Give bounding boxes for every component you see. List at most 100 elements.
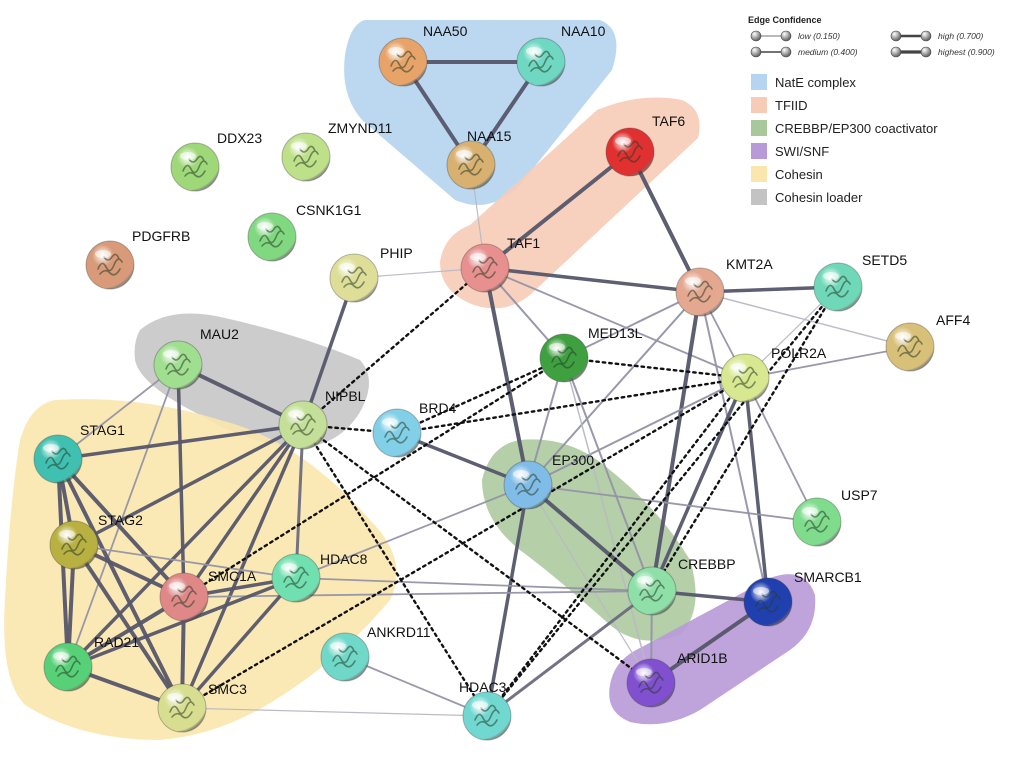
node-sphere[interactable]: [720, 353, 770, 403]
node-hdac3[interactable]: HDAC3: [459, 679, 512, 741]
edge-polr2a-crebbp: [650, 377, 747, 592]
node-sphere[interactable]: [43, 642, 93, 692]
node-setd5[interactable]: SETD5: [813, 252, 907, 312]
edge-ep300-usp7: [527, 484, 818, 523]
node-sphere[interactable]: [271, 553, 321, 603]
node-ddx23[interactable]: DDX23: [170, 130, 262, 192]
node-sphere[interactable]: [675, 267, 725, 317]
node-highlight: [823, 272, 839, 280]
node-smc3[interactable]: SMC3: [157, 681, 247, 733]
node-sphere[interactable]: [378, 37, 428, 87]
node-pdgfrb[interactable]: PDGFRB: [85, 228, 190, 290]
legend-group-label: Cohesin: [775, 167, 823, 182]
node-sphere[interactable]: [605, 127, 655, 177]
node-highlight: [291, 142, 307, 150]
node-usp7[interactable]: USP7: [792, 487, 878, 547]
node-label-naa15: NAA15: [467, 128, 512, 144]
edge-kmt2a-med13l: [563, 291, 701, 359]
node-sphere[interactable]: [49, 520, 99, 570]
edge-ep300-hdac8: [295, 484, 529, 579]
node-stag2[interactable]: STAG2: [49, 512, 143, 570]
node-label-med13l: MED13L: [588, 325, 643, 341]
node-kmt2a[interactable]: KMT2A: [675, 256, 773, 317]
node-ankrd11[interactable]: ANKRD11: [320, 624, 431, 682]
edge-polr2a-smarcb1: [743, 377, 770, 603]
node-label-stag1: STAG1: [80, 422, 125, 438]
edge-smc3-hdac3: [181, 707, 488, 717]
node-ep300[interactable]: EP300: [503, 452, 594, 510]
legend-swatch: [751, 74, 767, 90]
node-sphere[interactable]: [446, 140, 496, 190]
edge-mau2-rad21: [67, 364, 179, 668]
node-naa50[interactable]: NAA50: [378, 23, 468, 87]
node-zmynd11[interactable]: ZMYND11: [281, 120, 393, 182]
edge-layer: [56, 60, 911, 718]
node-sphere[interactable]: [85, 240, 135, 290]
node-csnk1g1[interactable]: CSNK1G1: [247, 202, 362, 262]
node-sphere[interactable]: [792, 497, 842, 547]
node-sphere[interactable]: [372, 408, 422, 458]
node-naa10[interactable]: NAA10: [516, 23, 606, 87]
node-arid1b[interactable]: ARID1B: [626, 650, 728, 708]
edge-nipbl-arid1b: [301, 423, 653, 685]
node-highlight: [753, 587, 769, 595]
edge-stag2-smc3: [72, 543, 184, 710]
node-highlight: [339, 263, 355, 271]
node-sphere[interactable]: [320, 632, 370, 682]
node-taf1[interactable]: TAF1: [460, 235, 540, 293]
node-highlight: [802, 507, 818, 515]
node-nipbl[interactable]: NIPBL: [278, 388, 366, 450]
node-sphere[interactable]: [157, 683, 207, 733]
node-sphere[interactable]: [247, 212, 297, 262]
node-sphere[interactable]: [885, 322, 935, 372]
node-sphere[interactable]: [153, 340, 203, 390]
node-sphere[interactable]: [503, 460, 553, 510]
node-taf6[interactable]: TAF6: [605, 113, 685, 177]
edge-taf1-kmt2a: [484, 266, 701, 294]
edge-setd5-hdac3: [485, 285, 840, 718]
node-brd4[interactable]: BRD4: [372, 400, 457, 458]
edge-crebbp-hdac3: [486, 589, 653, 718]
node-highlight: [513, 470, 529, 478]
legend-confidence-low: low (0.150): [750, 30, 840, 42]
node-sphere[interactable]: [278, 400, 328, 450]
node-sphere[interactable]: [33, 434, 83, 484]
node-sphere[interactable]: [627, 566, 677, 616]
node-phip[interactable]: PHIP: [329, 245, 413, 303]
protein-structure-icon: [45, 447, 71, 470]
node-mau2[interactable]: MAU2: [153, 326, 239, 390]
node-label-nipbl: NIPBL: [325, 388, 366, 404]
edge-phip-nipbl: [301, 277, 356, 426]
node-polr2a[interactable]: POLR2A: [720, 345, 827, 403]
node-hdac8[interactable]: HDAC8: [271, 551, 368, 603]
node-rad21[interactable]: RAD21: [43, 634, 139, 692]
node-highlight: [53, 652, 69, 660]
node-highlight: [549, 343, 565, 351]
node-sphere[interactable]: [329, 253, 379, 303]
protein-structure-icon: [755, 590, 781, 613]
protein-structure-icon: [472, 256, 498, 279]
protein-structure-icon: [687, 280, 713, 303]
node-sphere[interactable]: [813, 262, 863, 312]
node-label-hdac3: HDAC3: [459, 679, 507, 695]
node-sphere[interactable]: [281, 132, 331, 182]
node-sphere[interactable]: [626, 658, 676, 708]
node-sphere[interactable]: [743, 577, 793, 627]
node-aff4[interactable]: AFF4: [885, 312, 970, 372]
node-sphere[interactable]: [159, 572, 209, 622]
node-crebbp[interactable]: CREBBP: [627, 556, 736, 616]
node-smarcb1[interactable]: SMARCB1: [743, 569, 862, 627]
node-sphere[interactable]: [539, 333, 589, 383]
node-med13l[interactable]: MED13L: [539, 325, 643, 383]
node-smc1a[interactable]: SMC1A: [159, 568, 257, 622]
node-naa15[interactable]: NAA15: [446, 128, 512, 190]
node-sphere[interactable]: [516, 37, 566, 87]
legend-confidence-medium: medium (0.400): [750, 46, 858, 58]
node-sphere[interactable]: [460, 243, 510, 293]
node-label-stag2: STAG2: [98, 512, 143, 528]
node-stag1[interactable]: STAG1: [33, 422, 125, 484]
protein-structure-icon: [638, 671, 664, 694]
node-sphere[interactable]: [462, 691, 512, 741]
node-sphere[interactable]: [170, 142, 220, 192]
edge-nipbl-smc3: [180, 424, 305, 709]
